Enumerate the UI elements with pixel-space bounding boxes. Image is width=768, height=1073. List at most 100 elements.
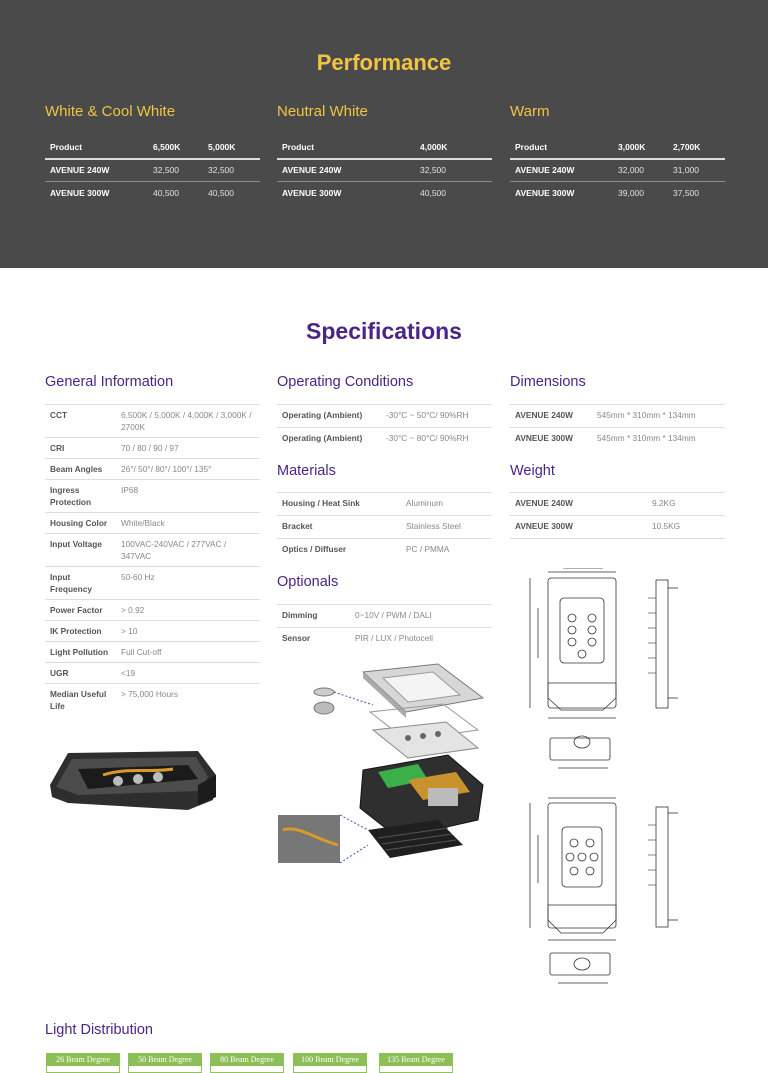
beam-100-card: 100 Beam Degree <box>293 1053 367 1073</box>
spec-key: Power Factor <box>45 599 116 621</box>
spec-value: -30°C ~ 80°C/ 90%RH <box>386 433 469 443</box>
technical-drawing-240w <box>518 568 688 778</box>
technical-drawing-300w <box>518 795 688 990</box>
table-cell: 32,000 <box>613 158 668 182</box>
table-row: Operating (Ambient)-30°C ~ 50°C/ 90%RH <box>277 404 492 428</box>
table-row: Operating (Ambient) -30°C ~ 80°C/ 90%RH <box>277 428 492 451</box>
spec-key: Ingress Protection <box>45 479 116 513</box>
table-cell: AVENUE 240W <box>45 158 148 182</box>
specifications-title: Specifications <box>306 318 462 344</box>
table-cell: 32,500 <box>203 158 260 182</box>
table-header-row: Product 4,000K <box>277 136 492 160</box>
table-cell: 37,500 <box>673 187 699 198</box>
table-cell: AVENUE 300W <box>515 187 575 198</box>
spec-key: Dimming <box>277 604 350 628</box>
perf-group-neutral-white: Neutral White Product 4,000K AVENUE 240W… <box>277 103 492 204</box>
table-cell: 40,500 <box>208 187 234 198</box>
beam-label: 26 Beam Degree <box>47 1054 119 1066</box>
spec-key: Input Frequency <box>45 566 116 600</box>
spec-key: Operating (Ambient) <box>282 433 363 443</box>
spec-value: Stainless Steel <box>401 515 492 539</box>
table-cell: 32,500 <box>415 158 492 182</box>
table-row: AVENUE 240W 32,500 <box>277 158 492 182</box>
spec-value: IP68 <box>116 479 260 513</box>
operating-conditions-table: Operating (Ambient)-30°C ~ 50°C/ 90%RH O… <box>277 404 492 451</box>
spec-value: 6,500K / 5,000K / 4,000K / 3,000K / 2700… <box>116 404 260 438</box>
weight-title: Weight <box>510 463 555 479</box>
spec-key: Optics / Diffuser <box>282 544 347 554</box>
table-cell: 40,500 <box>153 187 179 198</box>
table-row: AVENUE 300W 39,000 37,500 <box>510 181 725 204</box>
perf-table: Product 4,000K AVENUE 240W 32,500 AVENUE… <box>277 136 492 204</box>
spec-value: PIR / LUX / Photocell <box>355 633 433 643</box>
spec-value: Full Cut-off <box>116 641 260 663</box>
table-header: 4,000K <box>415 136 492 160</box>
spec-value: 70 / 80 / 90 / 97 <box>116 437 260 459</box>
beam-label: 80 Beam Degree <box>211 1054 283 1066</box>
table-cell: AVENUE 300W <box>50 187 110 198</box>
spec-key: IK Protection <box>45 620 116 642</box>
spec-key: Sensor <box>282 633 311 643</box>
general-info-title: General Information <box>45 374 174 390</box>
table-row: AVENUE 300W 40,500 <box>277 181 492 204</box>
spec-key: CCT <box>45 404 116 438</box>
table-header: 5,000K <box>203 136 260 160</box>
spec-value: 26°/ 50°/ 80°/ 100°/ 135° <box>116 458 260 480</box>
spec-value: PC / PMMA <box>406 544 450 554</box>
table-cell: AVENUE 300W <box>282 187 342 198</box>
spec-value: Aluminum <box>401 492 492 516</box>
table-header: Product <box>510 136 613 160</box>
beam-label: 100 Beam Degree <box>294 1054 366 1066</box>
perf-group-warm: Warm Product 3,000K 2,700K AVENUE 240W 3… <box>510 103 725 204</box>
table-cell: 39,000 <box>618 187 644 198</box>
spec-value: White/Black <box>116 512 260 534</box>
spec-key: Housing Color <box>45 512 116 534</box>
spec-key: AVENUE 240W <box>510 492 647 516</box>
spec-key: UGR <box>45 662 116 684</box>
spec-value: 9.2KG <box>647 492 725 516</box>
spec-key: AVNEUE 300W <box>515 433 573 443</box>
table-cell: 40,500 <box>420 187 446 198</box>
spec-key: AVENUE 240W <box>510 404 592 428</box>
spec-value: 545mm * 310mm * 134mm <box>592 404 725 428</box>
spec-key: Light Pollution <box>45 641 116 663</box>
spec-key: Median Useful Life <box>50 689 107 711</box>
table-cell: AVENUE 240W <box>277 158 415 182</box>
spec-key: Housing / Heat Sink <box>277 492 401 516</box>
table-header: Product <box>45 136 148 160</box>
operating-conditions-title: Operating Conditions <box>277 374 414 390</box>
table-header: 3,000K <box>613 136 668 160</box>
materials-title: Materials <box>277 463 336 479</box>
beam-label: 135 Beam Degree <box>380 1054 452 1066</box>
table-header-row: Product 6,500K 5,000K <box>45 136 260 160</box>
table-row: AVENUE 240W 32,000 31,000 <box>510 158 725 182</box>
spec-value: <19 <box>116 662 260 684</box>
perf-group-title: White & Cool White <box>45 103 176 120</box>
luminaire-photo <box>48 745 220 815</box>
spec-value: 100VAC-240VAC / 277VAC / 347VAC <box>116 533 260 567</box>
table-header: Product <box>277 136 415 160</box>
table-row: AVENUE 240W 32,500 32,500 <box>45 158 260 182</box>
spec-value: 0~10V / PWM / DALI <box>350 604 492 628</box>
spec-key: Bracket <box>277 515 401 539</box>
optionals-title: Optionals <box>277 574 339 590</box>
perf-table: Product 3,000K 2,700K AVENUE 240W 32,000… <box>510 136 725 204</box>
table-cell: 31,000 <box>668 158 725 182</box>
beam-135-card: 135 Beam Degree <box>379 1053 453 1073</box>
spec-key: Operating (Ambient) <box>277 404 381 428</box>
performance-title: Performance <box>316 50 452 75</box>
